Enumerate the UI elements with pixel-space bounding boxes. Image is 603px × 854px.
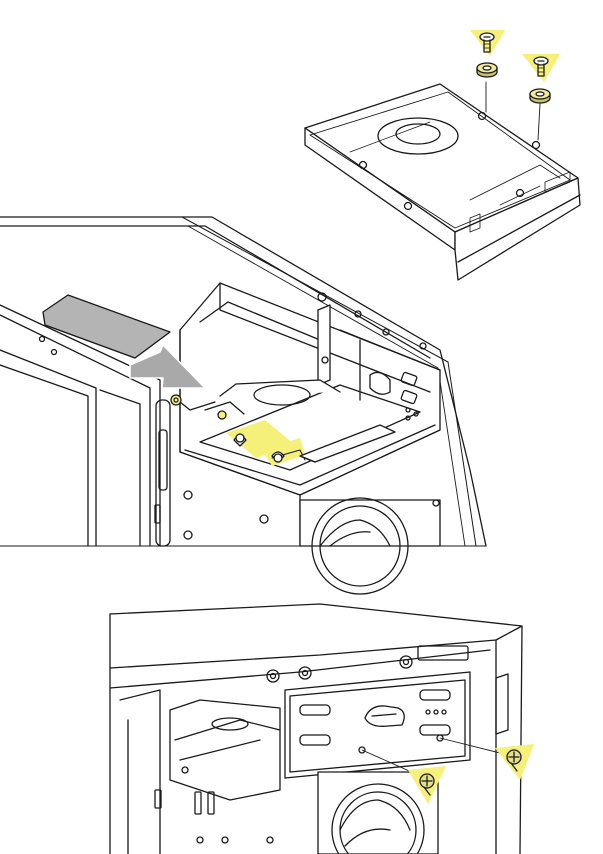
hdd-platter-hub <box>377 117 459 155</box>
hdd-with-screws <box>304 30 581 281</box>
screw-icon <box>506 749 522 772</box>
case-side-panel <box>0 304 161 547</box>
case-drive-cage-insertion <box>0 216 487 595</box>
case-drive-cage-screw-fastening <box>109 603 534 854</box>
screw-highlight <box>470 30 505 56</box>
rubber-grommet-icon <box>529 88 551 104</box>
case-top-frame <box>109 603 523 854</box>
screw-icon <box>533 56 549 77</box>
screw-icon <box>419 773 435 796</box>
mounting-slot-highlight <box>262 438 305 466</box>
drive-being-inserted <box>42 294 171 359</box>
case-top-frame <box>0 216 487 547</box>
rubber-grommet-icon <box>476 62 498 78</box>
screw-icon <box>479 32 495 53</box>
arrow-icon <box>129 344 206 389</box>
fan-icon <box>317 771 439 854</box>
